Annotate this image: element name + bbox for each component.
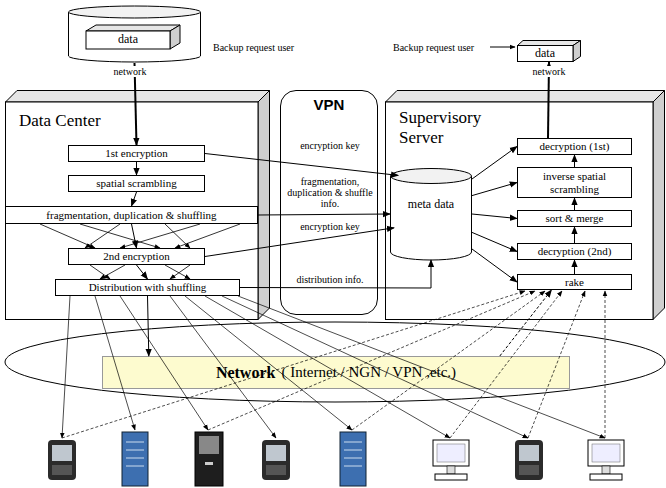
edge-label: distribution info. — [284, 274, 376, 285]
flow-arrow — [500, 290, 552, 356]
node-text: Network — [216, 364, 276, 382]
node-text: 2nd encryption — [103, 250, 169, 262]
cylinder-outline — [390, 168, 472, 260]
node-text: decryption (1st) — [540, 140, 610, 152]
process-box: sort & merge — [517, 210, 632, 227]
database-cylinder: data — [68, 5, 201, 63]
process-box: 2nd encryption — [68, 248, 205, 265]
flow-arrow — [132, 192, 137, 206]
node-text: VPN — [281, 97, 377, 114]
node-text: meta data — [406, 198, 456, 211]
process-box: 1st encryption — [68, 145, 205, 162]
flow-arrow — [258, 214, 390, 215]
flow-arrow — [472, 214, 517, 219]
node-text: Data Center — [19, 112, 101, 131]
flow-arrow — [136, 162, 137, 175]
process-box: decryption (2nd) — [517, 243, 632, 260]
node-text: inverse spatial scrambling — [518, 170, 631, 194]
network-band: Network ( Internet / NGN / VPN ,etc.) — [102, 356, 570, 389]
node-text: spatial scrambling — [96, 177, 176, 189]
node-text: data — [86, 31, 170, 49]
node-text: data — [517, 45, 573, 62]
node-text: decryption (2nd) — [538, 245, 612, 257]
process-box: decryption (1st) — [517, 138, 632, 155]
edge-label: encryption key — [284, 221, 376, 232]
node-text: Supervisory Server — [399, 108, 517, 147]
flow-arrow — [574, 198, 575, 210]
pc-icon — [588, 440, 624, 480]
device-icons — [48, 432, 624, 486]
network-ellipse — [5, 322, 665, 402]
flow-arrow — [472, 183, 517, 196]
tower-icon — [195, 432, 223, 486]
flow-arrow — [574, 227, 575, 243]
pc-icon — [433, 440, 469, 480]
flow-arrow — [574, 155, 575, 167]
flow-arrow — [472, 147, 517, 180]
return-lines — [62, 291, 605, 438]
node-text: Distribution with shuffling — [89, 281, 207, 293]
phone-icon — [262, 440, 290, 480]
data-box: data — [517, 40, 581, 62]
request-arrow — [490, 47, 515, 48]
note-label: Backup request user — [393, 42, 474, 53]
database-cylinder: meta data — [390, 168, 472, 260]
process-box: rake — [517, 274, 632, 290]
flow-arrow — [574, 260, 575, 274]
process-box: fragmentation, duplication & shuffling — [5, 206, 258, 224]
node-text: ( Internet / NGN / VPN ,etc.) — [281, 364, 456, 381]
edge-label: fragmentation, duplication & shuffle inf… — [284, 176, 376, 209]
flow-arrow — [472, 249, 517, 282]
node-text: 1st encryption — [105, 147, 168, 159]
fan-arrows — [40, 224, 240, 279]
process-box: inverse spatial scrambling — [517, 167, 632, 198]
flow-arrow — [205, 228, 394, 257]
process-box: spatial scrambling — [68, 175, 205, 192]
flow-arrow — [472, 232, 517, 251]
flow-arrow — [132, 224, 137, 248]
edge-label: encryption key — [284, 140, 376, 151]
flow-arrow — [148, 296, 149, 356]
data-center-box: Data Center 1st encryption spatial scrambl… — [5, 90, 270, 320]
server-icon — [122, 432, 148, 486]
edge-label: network — [519, 66, 579, 77]
phone-icon — [515, 440, 543, 480]
node-text: sort & merge — [546, 212, 604, 224]
process-box: Distribution with shuffling — [55, 279, 240, 296]
server-box: Supervisory Server meta data decryption (1… — [385, 90, 665, 320]
flow-arrow — [137, 265, 148, 279]
flow-arrow — [205, 154, 398, 176]
device-lines — [62, 296, 605, 438]
phone-icon — [48, 440, 76, 480]
note-label: Backup request user — [213, 42, 294, 53]
node-text: fragmentation, duplication & shuffling — [46, 209, 216, 221]
server-icon — [340, 432, 366, 486]
node-text: rake — [565, 276, 584, 288]
edge-label: network — [100, 66, 160, 77]
flow-arrow — [240, 260, 431, 288]
